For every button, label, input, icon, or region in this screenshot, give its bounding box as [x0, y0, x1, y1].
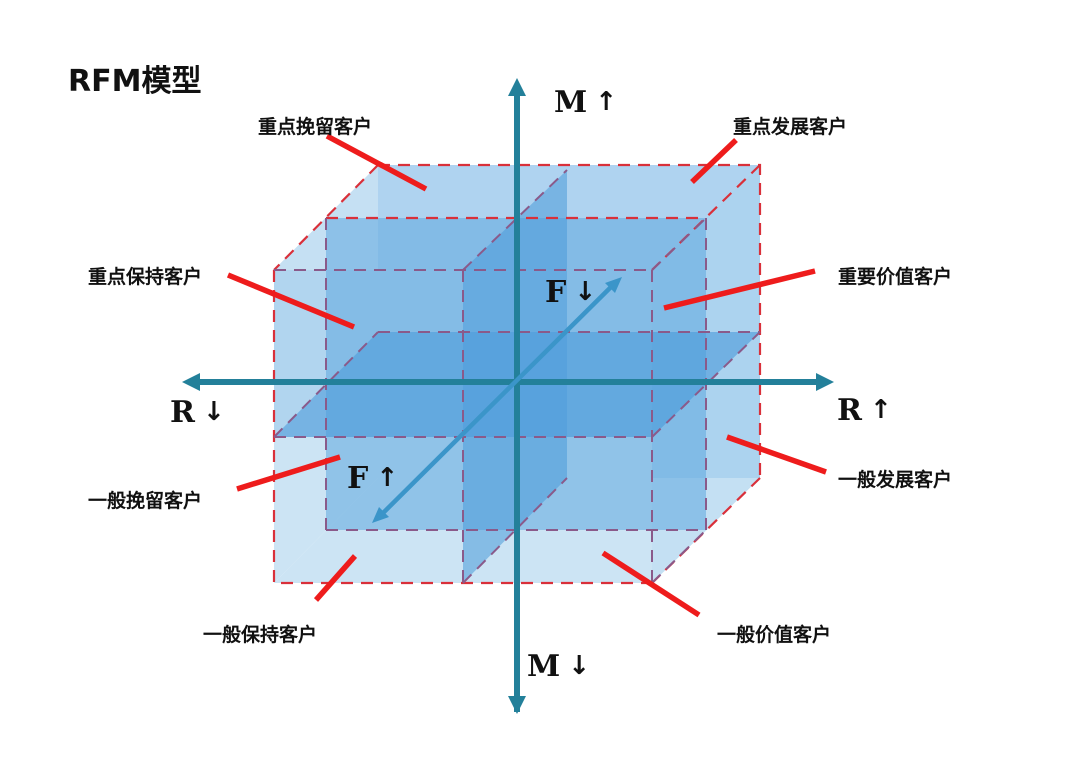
label-bottom-right-front: 一般价值客户	[717, 624, 832, 646]
axis-letter: M	[554, 85, 588, 120]
leader-bottom-right-front	[601, 550, 701, 618]
leader-bottom-left-front	[313, 554, 358, 602]
m-axis-down-arrowhead	[508, 696, 526, 714]
f-axis-down-arrowhead	[372, 507, 389, 523]
axis-label-m-high: M↑	[554, 88, 617, 118]
arrow-down-icon: ↓	[574, 277, 597, 307]
axis-letter: R	[837, 393, 862, 428]
leader-lines	[226, 133, 827, 618]
axis-letter: F	[545, 275, 567, 310]
label-top-left-front: 重点保持客户	[88, 266, 203, 288]
arrow-up-icon: ↑	[376, 463, 399, 493]
axes	[182, 78, 834, 714]
r-axis-right-arrowhead	[816, 373, 834, 391]
axis-letter: F	[347, 461, 369, 496]
leader-top-left-back	[325, 133, 428, 192]
outer-dashed-edges	[272, 163, 762, 585]
label-top-right-front: 重要价值客户	[838, 266, 953, 288]
arrow-down-icon: ↓	[202, 397, 225, 427]
leader-top-right-back	[690, 138, 738, 184]
label-top-left-back: 重点挽留客户	[258, 116, 373, 138]
diagram-title: RFM模型	[68, 64, 202, 99]
axis-letter: M	[527, 649, 561, 684]
arrow-up-icon: ↑	[595, 87, 618, 117]
axis-label-r-high: R↑	[837, 396, 892, 426]
leader-top-left-front	[226, 272, 356, 330]
label-top-right-back: 重点发展客户	[733, 116, 848, 138]
axis-letter: R	[170, 395, 195, 430]
label-bottom-left-back: 一般挽留客户	[88, 490, 203, 512]
arrow-up-icon: ↑	[869, 395, 892, 425]
leader-bottom-left-back	[236, 454, 341, 492]
leader-bottom-right-back	[726, 434, 827, 475]
axis-label-f-low: F↓	[545, 278, 596, 308]
label-bottom-right-back: 一般发展客户	[838, 469, 953, 491]
arrow-down-icon: ↓	[568, 651, 591, 681]
f-axis	[378, 282, 616, 518]
axis-label-r-low: R↓	[170, 398, 225, 428]
f-axis-up-arrowhead	[605, 277, 622, 293]
axis-label-m-low: M↓	[527, 652, 590, 682]
axis-label-f-high: F↑	[347, 464, 398, 494]
label-bottom-left-front: 一般保持客户	[203, 624, 318, 646]
m-axis-up-arrowhead	[508, 78, 526, 96]
inner-dashed-edges	[273, 169, 761, 584]
r-axis-left-arrowhead	[182, 373, 200, 391]
leader-top-right-front	[663, 268, 816, 311]
